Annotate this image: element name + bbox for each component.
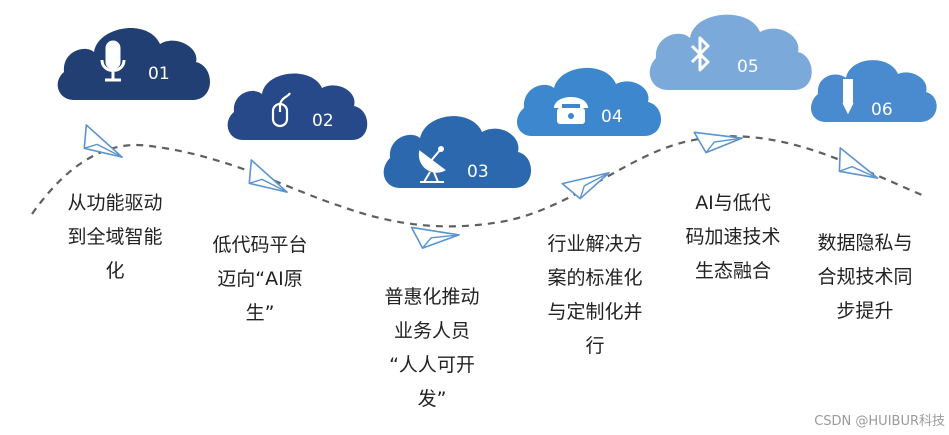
step-label-02: 低代码平台 迈向“AI原 生” bbox=[212, 234, 308, 324]
cloud-step-01: 01 bbox=[57, 28, 211, 100]
step-number: 01 bbox=[148, 64, 170, 84]
microphone-icon bbox=[100, 40, 126, 82]
cloud-step-05: 05 bbox=[649, 14, 812, 90]
step-number: 06 bbox=[871, 100, 893, 120]
step-label-01: 从功能驱动 到全域智能 化 bbox=[67, 192, 163, 282]
bluetooth-icon bbox=[690, 36, 710, 72]
dashed-wave-path bbox=[31, 135, 923, 228]
pen-icon bbox=[842, 79, 854, 115]
cloud-step-06: 06 bbox=[811, 60, 937, 122]
cloud-step-03: 03 bbox=[383, 116, 532, 188]
step-label-03: 普惠化推动 业务人员 “人人可开 发” bbox=[384, 286, 480, 410]
step-label-06: 数据隐私与 合规技术同 步提升 bbox=[817, 232, 913, 322]
watermark: CSDN @HUIBUR科技 bbox=[814, 414, 945, 429]
cloud-step-02: 02 bbox=[227, 73, 368, 140]
satellite-dish-icon bbox=[418, 146, 446, 183]
step-label-04: 行业解决方 案的标准化 与定制化并 行 bbox=[547, 233, 643, 357]
step-number: 03 bbox=[467, 162, 489, 182]
telephone-icon bbox=[553, 97, 589, 124]
paper-plane-icon bbox=[83, 124, 123, 158]
cloud-step-04: 04 bbox=[517, 67, 662, 136]
step-number: 05 bbox=[737, 57, 759, 77]
paper-plane-icon bbox=[248, 159, 288, 193]
paper-plane-icon bbox=[410, 226, 460, 249]
mouse-icon bbox=[271, 92, 291, 128]
step-number: 02 bbox=[312, 111, 334, 131]
paper-plane-icon bbox=[693, 131, 743, 154]
step-number: 04 bbox=[601, 107, 623, 127]
paper-plane-icon bbox=[838, 147, 879, 179]
step-label-05: AI与低代 码加速技术 生态融合 bbox=[685, 192, 781, 282]
paper-plane-icon bbox=[561, 171, 610, 200]
